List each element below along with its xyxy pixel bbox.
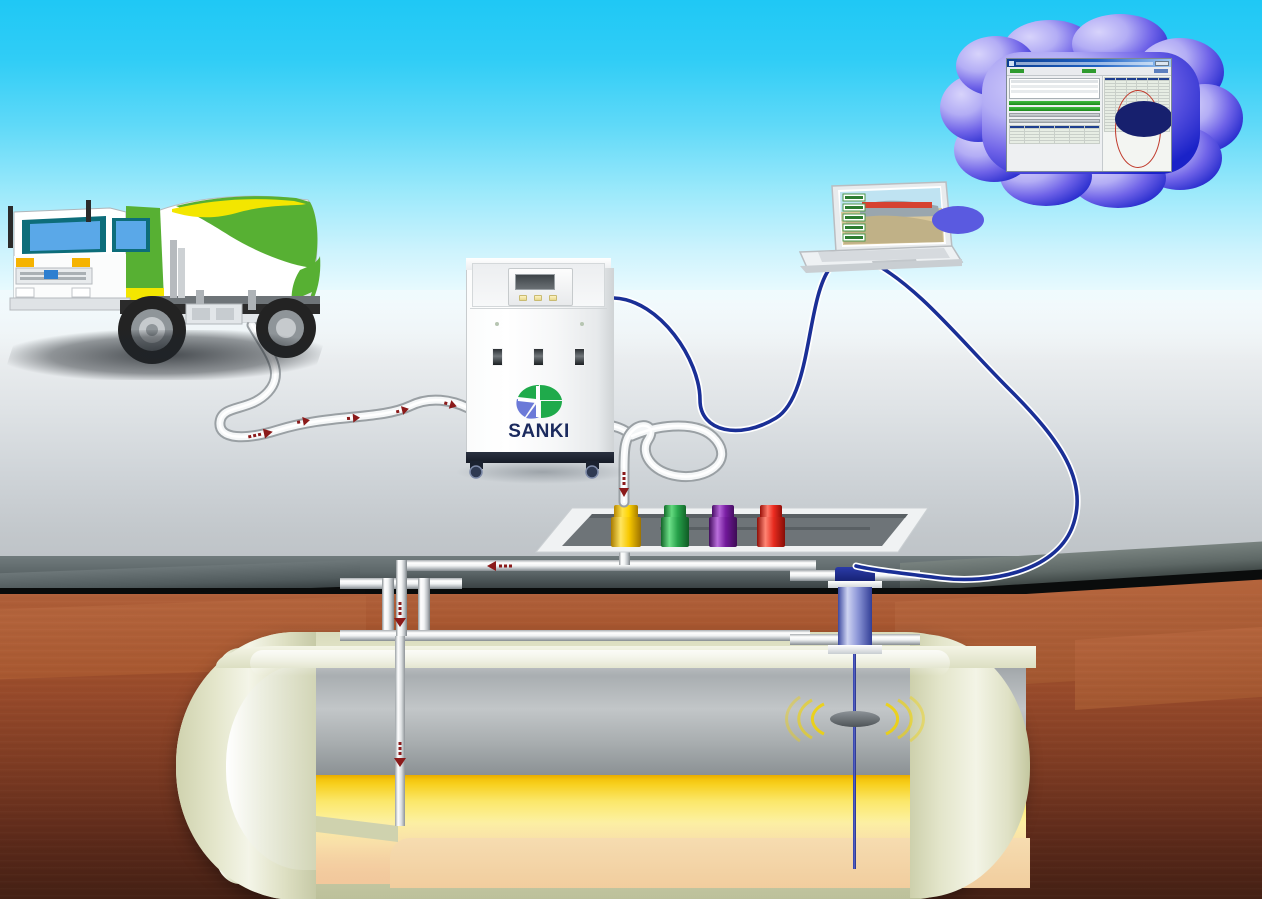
- app-toolbar[interactable]: [1007, 67, 1171, 76]
- machine-indicator-right: [580, 322, 584, 326]
- machine-side-panel: [598, 268, 614, 460]
- sanki-brand-text: SANKI: [508, 421, 570, 442]
- machine-port-2[interactable]: [533, 348, 544, 366]
- truck-ground-shadow: [1, 330, 329, 380]
- toolbar-chip-3[interactable]: [1154, 69, 1168, 73]
- delivery-pipe-top: [396, 560, 816, 571]
- control-panel-display: [515, 274, 555, 290]
- vent-riser-left-2: [418, 578, 430, 636]
- sanki-logo: SANKI: [497, 382, 581, 442]
- fill-port-yellow[interactable]: [611, 505, 641, 547]
- machine-base: [466, 452, 614, 463]
- tank-level-sensor: [828, 567, 882, 659]
- tank-fuel-surface: [216, 775, 1026, 781]
- tank-gloss-highlight: [250, 650, 950, 676]
- toolbar-chip-2[interactable]: [1082, 69, 1096, 73]
- sensor-flange-bottom: [828, 645, 882, 654]
- control-panel-button-1[interactable]: [519, 295, 527, 301]
- sensor-cable-probe: [853, 654, 856, 869]
- vent-riser-left: [382, 578, 394, 636]
- toolbar-chip-1[interactable]: [1010, 69, 1024, 73]
- sensor-flange-top: [828, 581, 882, 588]
- app-gray-button-2[interactable]: [1009, 119, 1100, 123]
- vent-pipe-horizontal: [340, 630, 810, 641]
- machine-indicator-left: [495, 322, 499, 326]
- asphalt-edge: [0, 588, 1262, 599]
- app-gray-button-1[interactable]: [1009, 113, 1100, 117]
- software-application-window[interactable]: [1006, 58, 1172, 172]
- fill-port-purple[interactable]: [709, 505, 737, 547]
- fill-port-red[interactable]: [757, 505, 785, 547]
- app-title-bar: [1007, 59, 1171, 67]
- fill-port-green[interactable]: [661, 505, 689, 547]
- machine-port-3[interactable]: [574, 348, 585, 366]
- sensor-body: [838, 587, 872, 649]
- app-green-button-1[interactable]: [1009, 101, 1100, 105]
- machine-panel-seam: [470, 308, 607, 309]
- delivery-pipe-elbow: [396, 560, 407, 636]
- app-left-panel: [1007, 76, 1103, 171]
- sensor-float-disc: [830, 711, 880, 727]
- app-info-box: [1009, 78, 1100, 99]
- app-chart-ellipse: [1115, 101, 1171, 137]
- app-green-button-2[interactable]: [1009, 107, 1100, 111]
- sanki-logo-mark: [516, 385, 562, 419]
- machine-shadow: [455, 460, 630, 484]
- app-left-table: [1009, 125, 1100, 144]
- drop-tube: [395, 636, 405, 826]
- machine-port-1[interactable]: [492, 348, 503, 366]
- control-panel[interactable]: [508, 268, 573, 306]
- control-panel-button-2[interactable]: [534, 295, 542, 301]
- control-panel-button-3[interactable]: [549, 295, 557, 301]
